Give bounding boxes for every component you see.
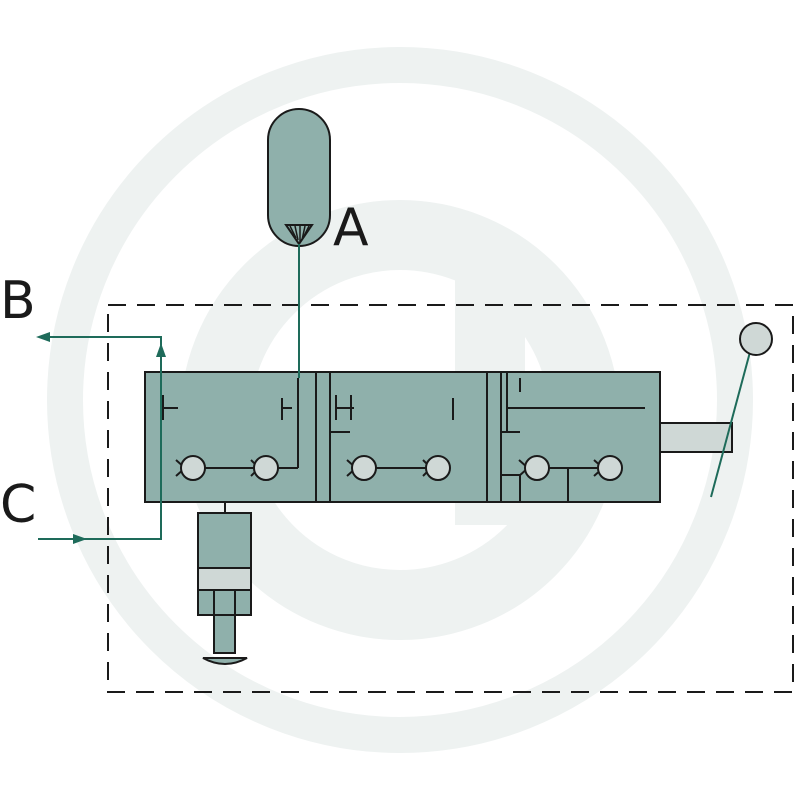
check-valve-1 bbox=[175, 455, 206, 481]
dashed-enclosure bbox=[107, 304, 794, 693]
arrow-b-icon bbox=[36, 332, 50, 342]
check-valve-icon bbox=[175, 455, 623, 481]
cylinder-icon bbox=[197, 502, 252, 665]
arrow-up-icon bbox=[156, 343, 166, 357]
arrow-c-icon bbox=[73, 534, 87, 544]
internal-passages bbox=[162, 372, 645, 502]
label-c: C bbox=[0, 475, 36, 535]
check-valve-3 bbox=[346, 455, 377, 481]
flow-arrows bbox=[36, 332, 166, 544]
check-valve-4 bbox=[422, 455, 451, 481]
label-b: B bbox=[0, 271, 36, 331]
lever-knob-icon bbox=[659, 322, 773, 498]
label-a: A bbox=[333, 198, 369, 258]
accumulator-icon bbox=[267, 108, 331, 247]
check-valve-5 bbox=[518, 455, 550, 481]
valve-block bbox=[144, 371, 661, 503]
check-valve-6 bbox=[593, 455, 623, 481]
check-valve-2 bbox=[250, 455, 279, 481]
